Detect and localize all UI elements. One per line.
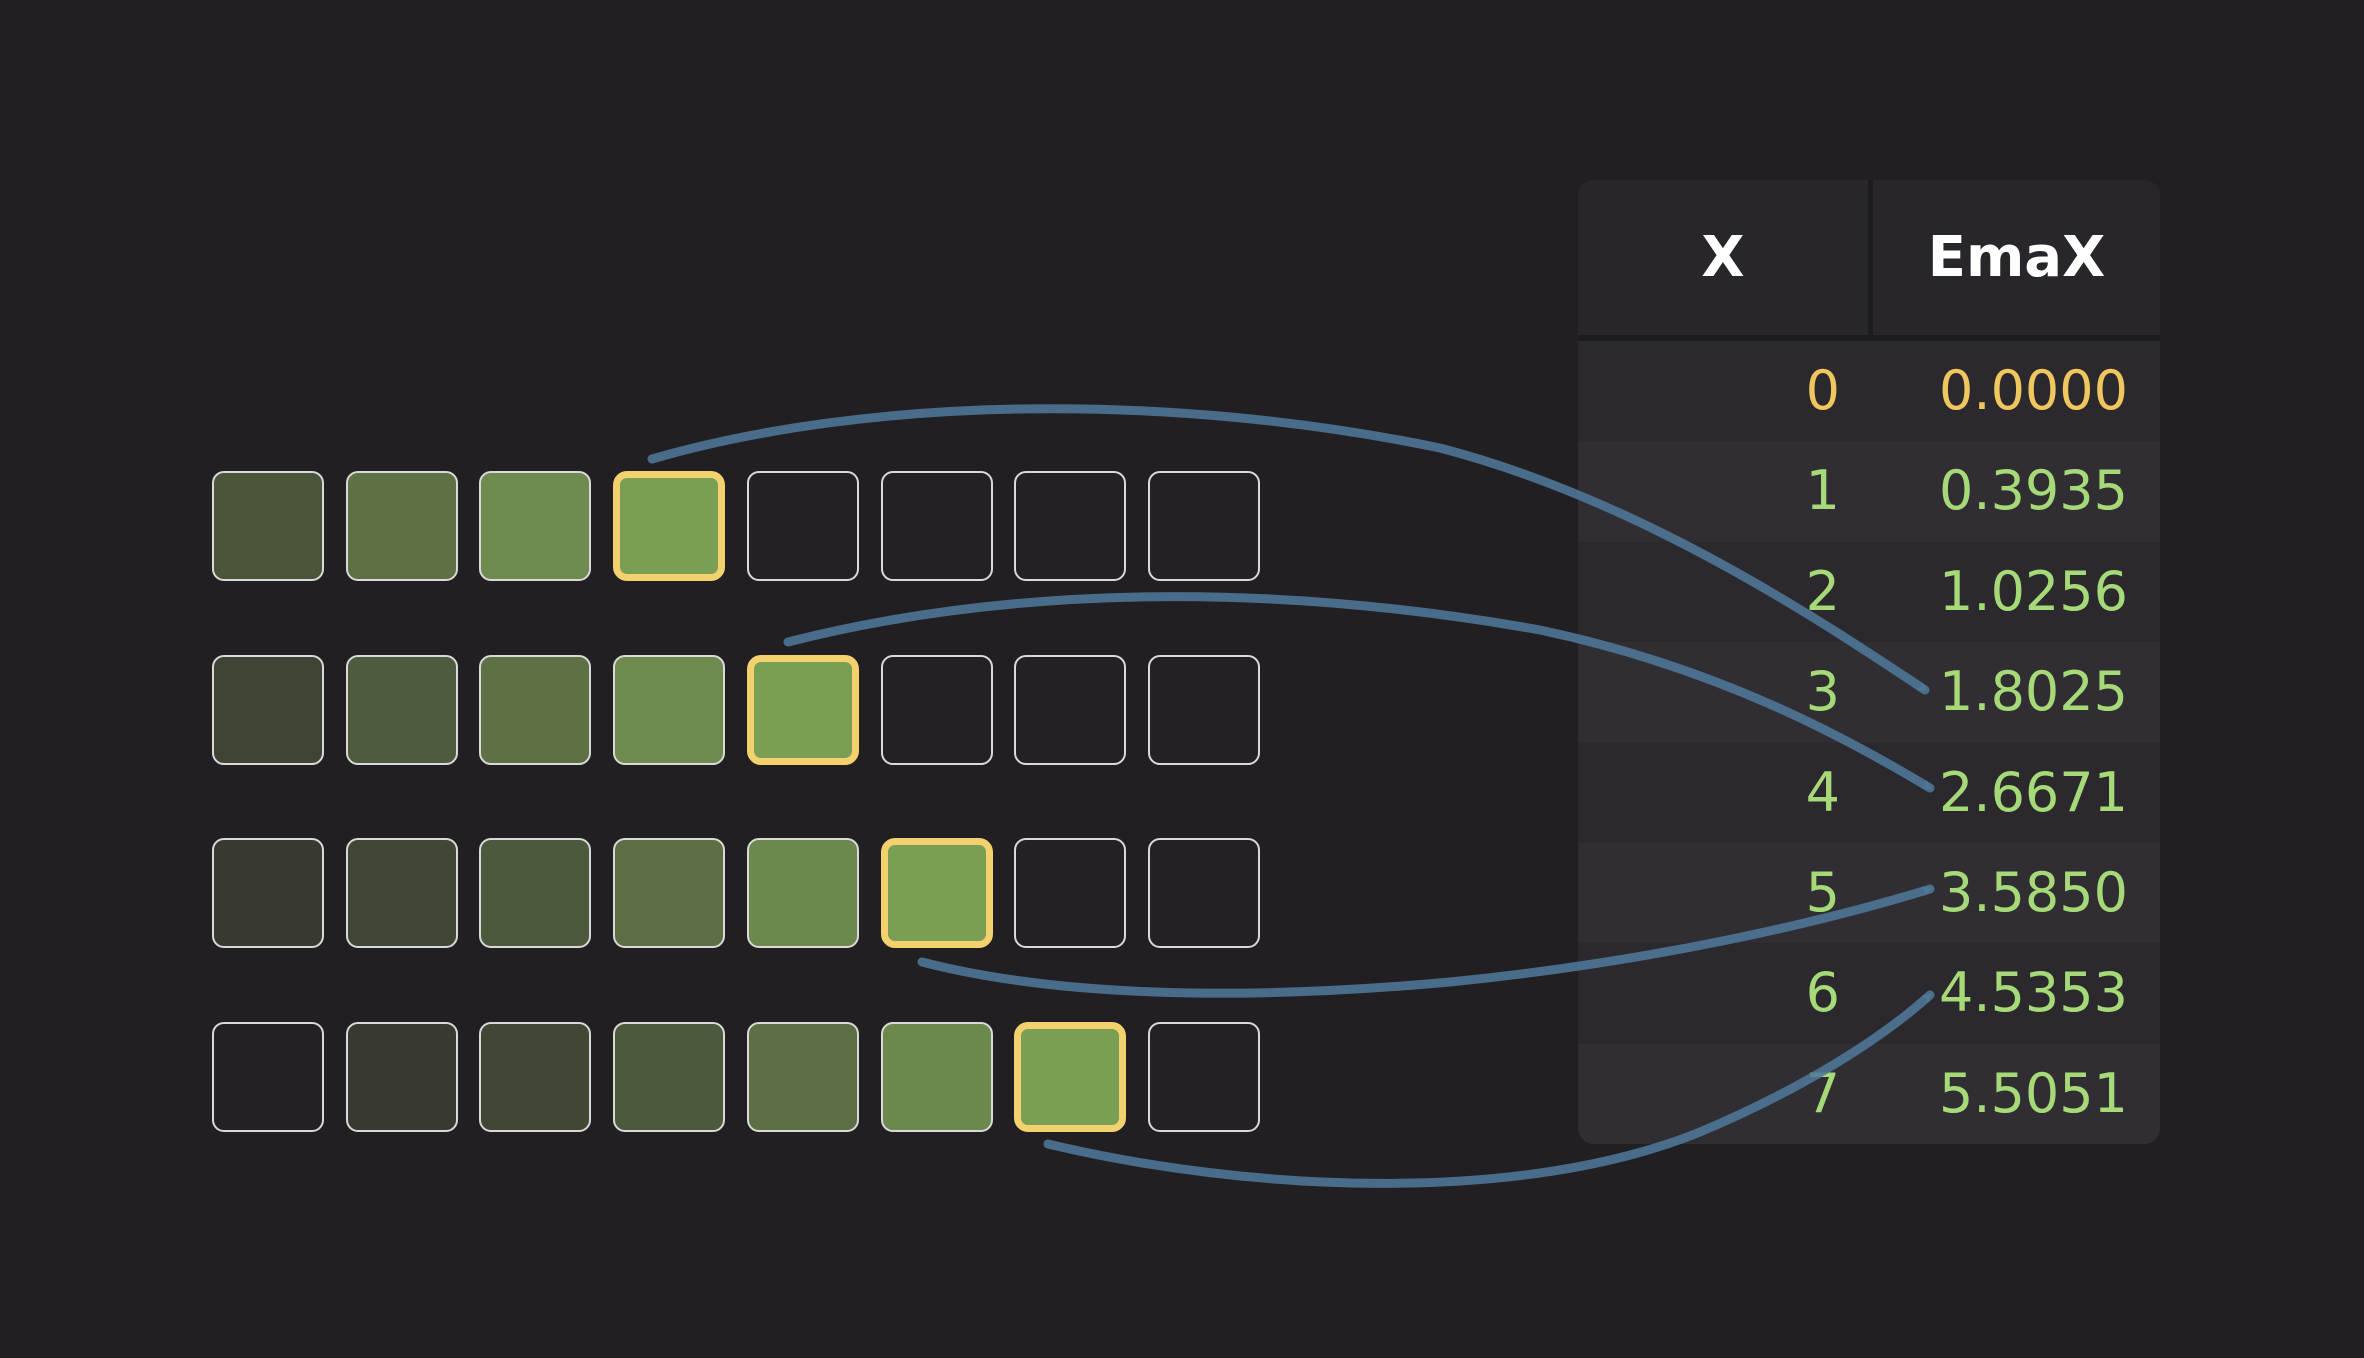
table-row: 3 1.8025 [1578, 642, 2160, 743]
table-row: 5 3.5850 [1578, 842, 2160, 944]
cell-emax: 4.5353 [1939, 961, 2128, 1025]
empty-cell [880, 654, 993, 765]
filled-cell [746, 1022, 859, 1133]
empty-cell [746, 471, 859, 581]
cell-emax: 1.0256 [1939, 559, 2128, 623]
table-row: 1 0.3935 [1578, 441, 2160, 542]
filled-cell [613, 1022, 726, 1133]
table-row: 6 4.5353 [1578, 943, 2160, 1044]
cell-emax: 5.5051 [1939, 1061, 2128, 1125]
cell-x: 4 [1805, 760, 1840, 824]
empty-cell [1014, 654, 1127, 765]
highlighted-cell [746, 654, 859, 765]
empty-cell [1147, 471, 1260, 581]
filled-cell [479, 654, 592, 765]
cell-x: 5 [1805, 860, 1840, 924]
empty-cell [212, 1022, 324, 1133]
cell-emax: 2.6671 [1939, 760, 2128, 824]
highlighted-cell [613, 471, 726, 581]
filled-cell [479, 838, 592, 949]
filled-cell [345, 838, 458, 949]
filled-cell [613, 838, 726, 949]
empty-cell [1014, 471, 1127, 581]
filled-cell [479, 1022, 592, 1133]
emax-table: X EmaX 0 0.0000 1 0.3935 2 1.0256 3 1.80… [1578, 180, 2160, 1144]
filled-cell [479, 471, 592, 581]
filled-cell [212, 471, 324, 581]
cell-x: 1 [1805, 459, 1840, 523]
table-row: 2 1.0256 [1578, 541, 2160, 643]
highlighted-cell [1014, 1022, 1127, 1133]
cell-emax: 0.0000 [1939, 359, 2128, 422]
header-emax: EmaX [1927, 225, 2106, 290]
cell-x: 6 [1805, 961, 1840, 1025]
filled-cell [345, 654, 458, 765]
empty-cell [1014, 838, 1127, 949]
filled-cell [212, 654, 324, 765]
filled-cell [746, 838, 859, 949]
header-x: X [1701, 225, 1745, 290]
cell-x: 2 [1805, 559, 1840, 623]
highlighted-cell [880, 838, 993, 949]
cell-x: 3 [1805, 660, 1840, 724]
filled-cell [345, 1022, 458, 1133]
header-divider [1868, 180, 1873, 335]
cell-emax: 0.3935 [1939, 459, 2128, 523]
header-rule [1578, 335, 2160, 341]
empty-cell [1147, 654, 1260, 765]
filled-cell [613, 654, 726, 765]
table-row: 0 0.0000 [1578, 341, 2160, 442]
table-header: X EmaX [1578, 180, 2160, 335]
cell-x: 7 [1805, 1061, 1840, 1125]
table-row: 7 5.5051 [1578, 1043, 2160, 1144]
table-body: 0 0.0000 1 0.3935 2 1.0256 3 1.8025 4 2.… [1578, 341, 2160, 1144]
cell-emax: 1.8025 [1939, 660, 2128, 724]
cell-emax: 3.5850 [1939, 860, 2128, 924]
cell-x: 0 [1805, 359, 1840, 422]
empty-cell [1147, 838, 1260, 949]
filled-cell [345, 471, 458, 581]
filled-cell [212, 838, 324, 949]
filled-cell [880, 1022, 993, 1133]
empty-cell [880, 471, 993, 581]
table-row: 4 2.6671 [1578, 742, 2160, 843]
empty-cell [1147, 1022, 1260, 1133]
